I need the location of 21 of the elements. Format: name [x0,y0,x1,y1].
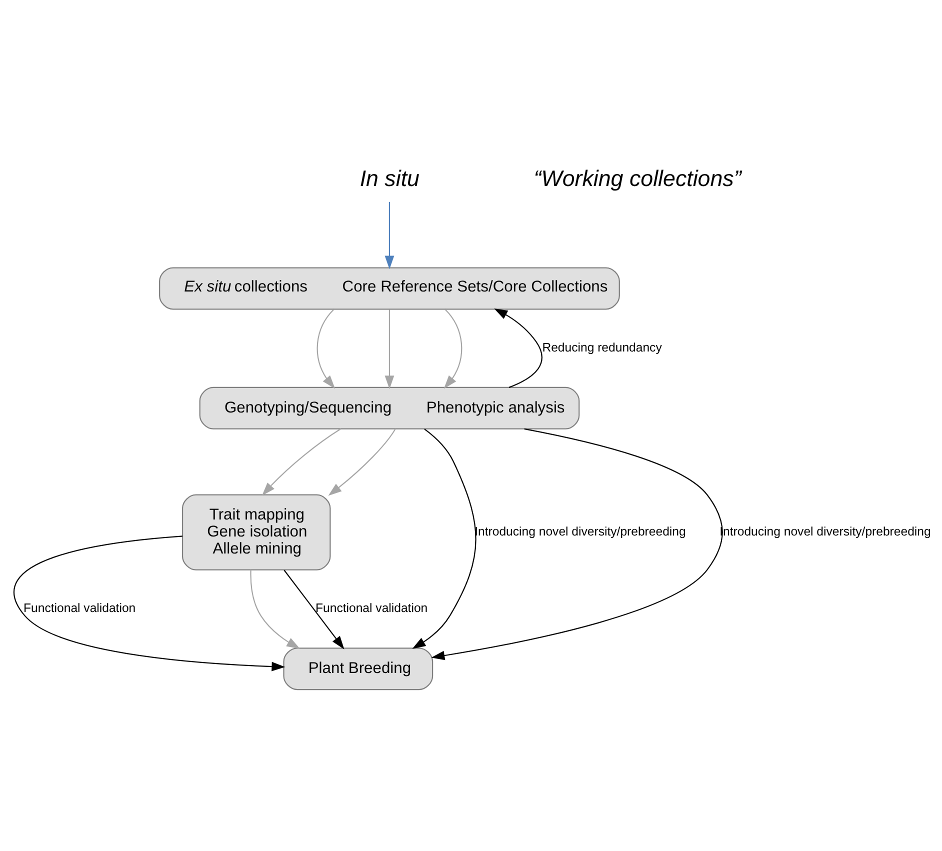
node-box: Plant Breeding [283,648,434,690]
arrow [262,428,342,496]
arrow [316,309,336,389]
edge-label: Functional validation [24,601,136,616]
arrow [250,570,300,649]
label: “Working collections” [534,166,742,192]
node-box: Genotyping/Sequencing Phenotypic analysis [199,386,580,430]
arrow [14,536,286,672]
node-box: Ex situ collections Core Reference Sets/Core Collections [159,267,620,310]
arrow [284,570,344,650]
node-box: Trait mapping Gene isolation Allele mining [182,494,331,570]
arrow [384,202,394,270]
edge-label: Functional validation [316,601,428,616]
arrow [412,428,476,649]
arrow [494,308,542,388]
arrow [431,428,723,660]
arrow [444,309,462,389]
node-text: In situ [360,166,420,192]
arrow [384,310,394,390]
edge-label: Reducing redundancy [542,340,662,354]
arrow [328,428,396,496]
